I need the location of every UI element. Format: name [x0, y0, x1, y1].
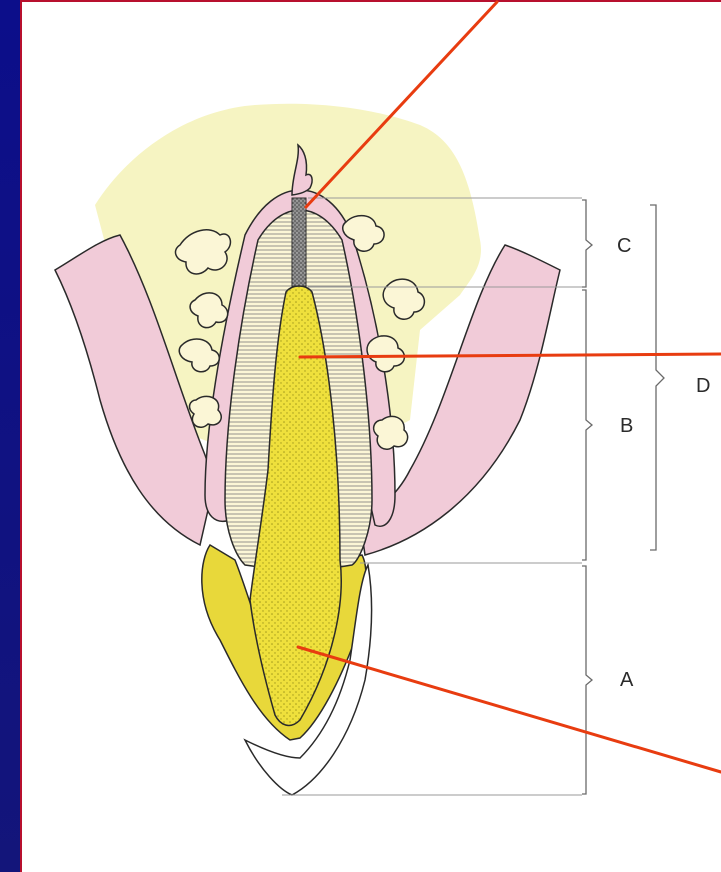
bracket-c: [582, 200, 592, 287]
label-d: D: [696, 375, 710, 397]
bracket-d: [650, 205, 664, 550]
bracket-b: [582, 290, 592, 560]
gubernacular-cord: [292, 198, 306, 286]
label-c: C: [617, 235, 631, 257]
label-a: A: [620, 669, 634, 691]
pointer-pulp-lower: [298, 647, 721, 772]
bracket-a: [582, 566, 592, 794]
label-b: B: [620, 415, 633, 437]
